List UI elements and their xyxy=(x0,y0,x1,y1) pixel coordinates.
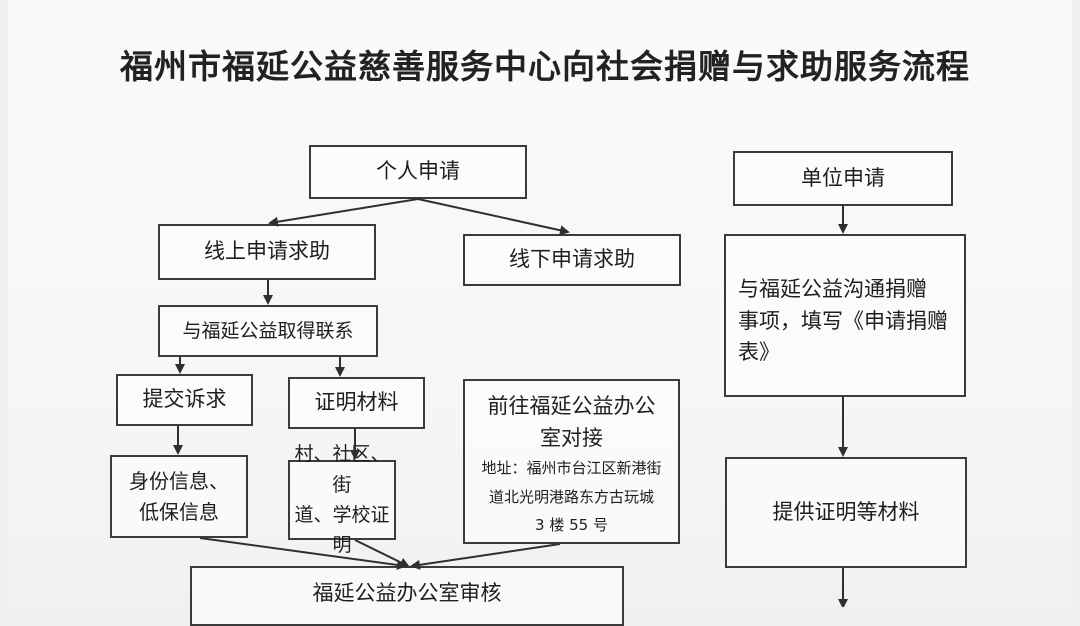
node-offline-help: 线下申请求助 xyxy=(463,234,681,286)
node-unit-communicate: 与福延公益沟通捐赠 事项，填写《申请捐赠 表》 xyxy=(724,234,966,397)
arrow-id-to-review xyxy=(199,537,407,570)
node-personal-apply-label: 个人申请 xyxy=(376,159,460,184)
arrow-apply-to-online xyxy=(268,198,419,227)
arrow-office-to-review xyxy=(410,543,561,570)
node-proof-materials-label: 证明材料 xyxy=(314,390,399,415)
node-contact-label: 与福延公益取得联系 xyxy=(182,319,354,342)
node-provide-materials-label: 提供证明等材料 xyxy=(772,499,920,524)
node-proof-materials: 证明材料 xyxy=(288,377,425,429)
node-contact: 与福延公益取得联系 xyxy=(158,305,378,357)
node-community-proof: 村、社区、街 道、学校证明 xyxy=(288,443,396,556)
node-visit-office-address: 地址：福州市台江区新港街 道北光明港路东方古玩城 3 楼 55 号 xyxy=(481,459,662,534)
node-provide-materials: 提供证明等材料 xyxy=(725,457,967,568)
node-unit-communicate-label: 与福延公益沟通捐赠 事项，填写《申请捐赠 表》 xyxy=(738,277,948,364)
flow-arrows xyxy=(173,198,848,607)
node-online-help: 线上申请求助 xyxy=(158,224,376,280)
node-online-help-label: 线上申请求助 xyxy=(204,239,330,264)
node-id-info-label: 身份信息、 低保信息 xyxy=(129,468,229,524)
node-submit-request: 提交诉求 xyxy=(116,374,253,426)
node-community-proof-label: 村、社区、街 道、学校证明 xyxy=(294,443,390,557)
node-unit-apply: 单位申请 xyxy=(733,151,953,206)
node-office-review-label: 福延公益办公室审核 xyxy=(312,581,502,605)
node-visit-office-title: 前往福延公益办公 室对接 xyxy=(487,394,656,450)
arrow-apply-to-offline xyxy=(417,198,570,236)
node-id-info: 身份信息、 低保信息 xyxy=(110,455,248,538)
node-personal-apply: 个人申请 xyxy=(309,145,527,199)
node-visit-office: 前往福延公益办公 室对接 地址：福州市台江区新港街 道北光明港路东方古玩城 3 … xyxy=(463,379,680,544)
node-unit-apply-label: 单位申请 xyxy=(801,165,885,190)
node-offline-help-label: 线下申请求助 xyxy=(509,247,635,272)
page-title: 福州市福延公益慈善服务中心向社会捐赠与求助服务流程 xyxy=(120,47,970,86)
arrow-community-to-review xyxy=(354,539,410,567)
node-submit-request-label: 提交诉求 xyxy=(142,387,227,412)
